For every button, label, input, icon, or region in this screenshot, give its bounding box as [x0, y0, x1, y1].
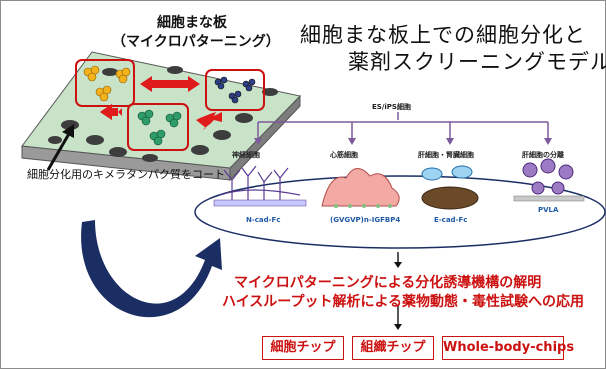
outcome-line1: マイクロパターニングによる分化誘導機構の解明 [234, 275, 542, 291]
plate-title-line1: 細胞まな板 [157, 15, 227, 31]
kidney-cell-top-right [451, 165, 473, 179]
source-label: ES/iPS細胞 [372, 103, 411, 111]
neuron-cells [219, 165, 301, 200]
cell-type-label-hepatocyte-separation: 肝細胞の分離 [522, 151, 564, 159]
chip-tissue: 組織チップ [352, 336, 434, 360]
cardio-dots [334, 204, 392, 208]
factor-label-pvla: PVLA [538, 206, 559, 214]
main-title-line1: 細胞まな板上での細胞分化と [300, 23, 586, 47]
culture-platform [194, 175, 606, 249]
coating-label: 細胞分化用のキメラタンパク質をコート [27, 168, 225, 181]
plate-spots [48, 66, 278, 162]
chip-whole-body: Whole-body-chips [442, 336, 574, 360]
kidney-cell-top-left [421, 167, 443, 181]
coating-pointer-head [62, 124, 74, 138]
pattern-box-green [127, 103, 189, 151]
branch-tree [254, 112, 552, 145]
cell-type-label-neuron: 神経細胞 [232, 151, 260, 159]
chip-cell: 細胞チップ [262, 336, 344, 360]
cell-type-label-hepatocyte-kidney: 肝細胞・腎臓細胞 [418, 151, 474, 159]
navy-curved-arrow [81, 220, 222, 318]
factor-label-gvgvp: (GVGVP)n-IGFBP4 [330, 216, 401, 224]
pattern-box-orange [75, 59, 135, 107]
neuron-substrate [213, 199, 307, 207]
pattern-box-navy [205, 69, 265, 111]
coating-pointer-line [46, 131, 72, 171]
orange-cell-clusters [83, 65, 131, 102]
main-title-line2: 薬剤スクリーニングモデル [348, 50, 606, 74]
navy-cell-clusters [214, 76, 256, 104]
hepatocyte-cell [421, 186, 479, 210]
factor-label-ncad: N-cad-Fc [246, 216, 281, 224]
outcome-line2: ハイスループット解析による薬物動態・毒性試験への応用 [222, 294, 585, 310]
down-arrows [394, 252, 402, 330]
plate-title: 細胞まな板 （マイクロパターニング） [112, 14, 280, 52]
cell-type-label-cardiomyocyte: 心筋細胞 [330, 151, 358, 159]
plate-title-line2: （マイクロパターニング） [112, 34, 280, 50]
green-cell-clusters [137, 109, 182, 146]
main-title: 細胞まな板上での細胞分化と 薬剤スクリーニングモデル [300, 22, 606, 76]
factor-label-ecad: E-cad-Fc [434, 216, 468, 224]
red-double-arrows [100, 76, 222, 130]
separation-substrate [513, 195, 585, 202]
cardiomyocyte-cells [321, 168, 400, 207]
hepatocyte-separation-cells [522, 158, 574, 195]
